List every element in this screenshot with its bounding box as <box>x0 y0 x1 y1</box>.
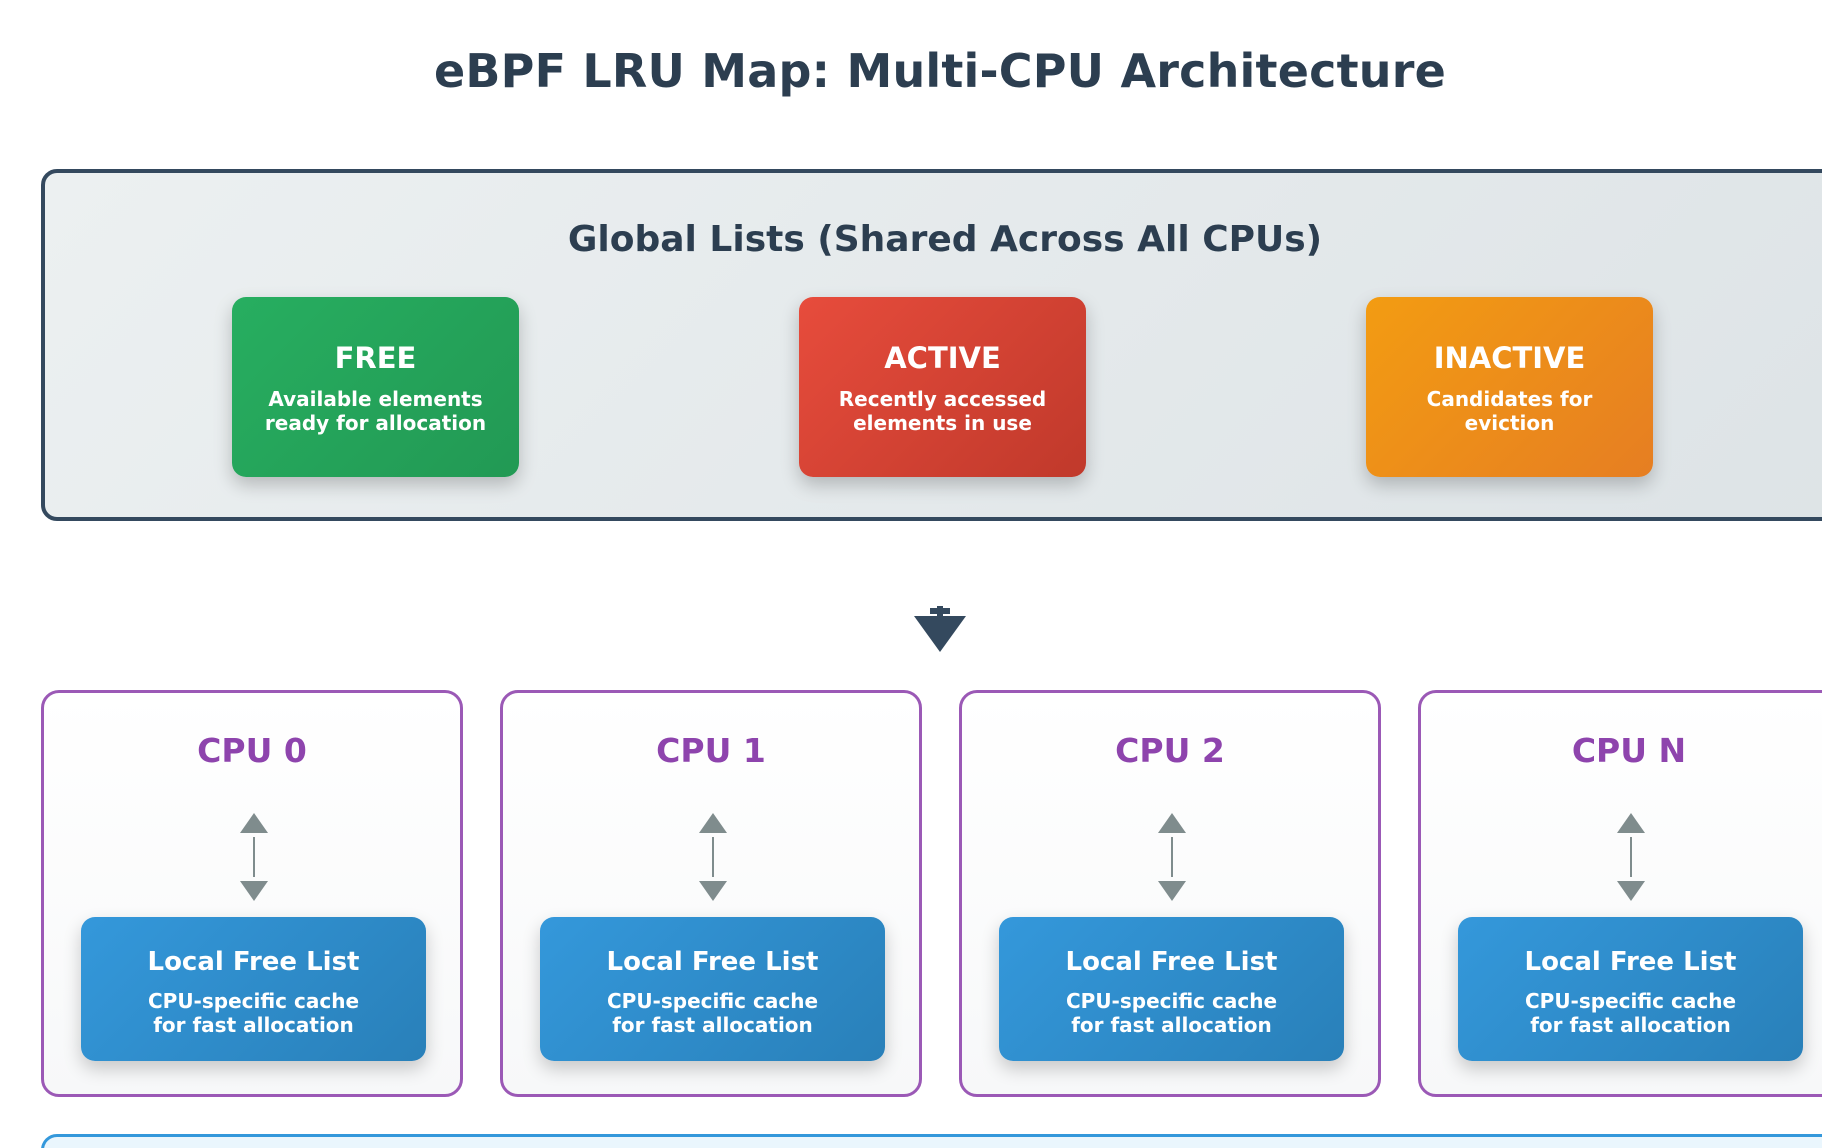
page-title: eBPF LRU Map: Multi-CPU Architecture <box>434 44 1446 98</box>
cpu-title: CPU N <box>1571 731 1687 770</box>
global-lists-panel: Global Lists (Shared Across All CPUs) FR… <box>41 169 1822 521</box>
inactive-list-box: INACTIVE Candidates for eviction <box>1366 297 1653 477</box>
arrow-up-down-icon <box>240 813 268 901</box>
inactive-list-desc-line: Candidates for <box>1426 387 1593 411</box>
bottom-panel-edge <box>41 1134 1822 1148</box>
cpu-title: CPU 2 <box>1115 731 1225 770</box>
local-free-list-description: CPU-specific cache for fast allocation <box>91 989 416 1037</box>
active-list-desc-line: Recently accessed <box>838 387 1047 411</box>
local-free-list-desc-line: for fast allocation <box>153 1013 354 1037</box>
local-free-list-desc-line: CPU-specific cache <box>1524 989 1737 1013</box>
inactive-list-description: Candidates for eviction <box>1376 387 1643 435</box>
local-free-list-box: Local Free List CPU-specific cache for f… <box>999 917 1344 1061</box>
free-list-box: FREE Available elements ready for alloca… <box>232 297 519 477</box>
cpu-box-1: CPU 1 Local Free List CPU-specific cache… <box>500 690 922 1097</box>
local-free-list-desc-line: for fast allocation <box>1530 1013 1731 1037</box>
free-list-description: Available elements ready for allocation <box>242 387 509 435</box>
cpu-title: CPU 1 <box>656 731 766 770</box>
local-free-list-box: Local Free List CPU-specific cache for f… <box>540 917 885 1061</box>
global-lists-title: Global Lists (Shared Across All CPUs) <box>567 219 1323 260</box>
cpu-box-n: CPU N Local Free List CPU-specific cache… <box>1418 690 1822 1097</box>
local-free-list-name: Local Free List <box>1524 947 1737 977</box>
active-list-name: ACTIVE <box>884 341 1001 375</box>
arrow-down-icon <box>914 606 966 652</box>
local-free-list-name: Local Free List <box>1065 947 1278 977</box>
cpu-box-0: CPU 0 Local Free List CPU-specific cache… <box>41 690 463 1097</box>
active-list-description: Recently accessed elements in use <box>809 387 1076 435</box>
arrow-up-down-icon <box>1617 813 1645 901</box>
inactive-list-desc-line: eviction <box>1464 411 1555 435</box>
local-free-list-box: Local Free List CPU-specific cache for f… <box>81 917 426 1061</box>
local-free-list-box: Local Free List CPU-specific cache for f… <box>1458 917 1803 1061</box>
active-list-box: ACTIVE Recently accessed elements in use <box>799 297 1086 477</box>
local-free-list-description: CPU-specific cache for fast allocation <box>1468 989 1793 1037</box>
local-free-list-desc-line: CPU-specific cache <box>1065 989 1278 1013</box>
local-free-list-desc-line: CPU-specific cache <box>606 989 819 1013</box>
local-free-list-desc-line: for fast allocation <box>1071 1013 1272 1037</box>
arrow-up-down-icon <box>1158 813 1186 901</box>
local-free-list-name: Local Free List <box>147 947 360 977</box>
local-free-list-desc-line: CPU-specific cache <box>147 989 360 1013</box>
inactive-list-name: INACTIVE <box>1433 341 1586 375</box>
free-list-desc-line: Available elements <box>268 387 483 411</box>
active-list-desc-line: elements in use <box>853 411 1032 435</box>
cpu-title: CPU 0 <box>197 731 307 770</box>
local-free-list-description: CPU-specific cache for fast allocation <box>550 989 875 1037</box>
local-free-list-description: CPU-specific cache for fast allocation <box>1009 989 1334 1037</box>
cpu-box-2: CPU 2 Local Free List CPU-specific cache… <box>959 690 1381 1097</box>
free-list-desc-line: ready for allocation <box>264 411 487 435</box>
free-list-name: FREE <box>334 341 417 375</box>
local-free-list-desc-line: for fast allocation <box>612 1013 813 1037</box>
local-free-list-name: Local Free List <box>606 947 819 977</box>
arrow-up-down-icon <box>699 813 727 901</box>
